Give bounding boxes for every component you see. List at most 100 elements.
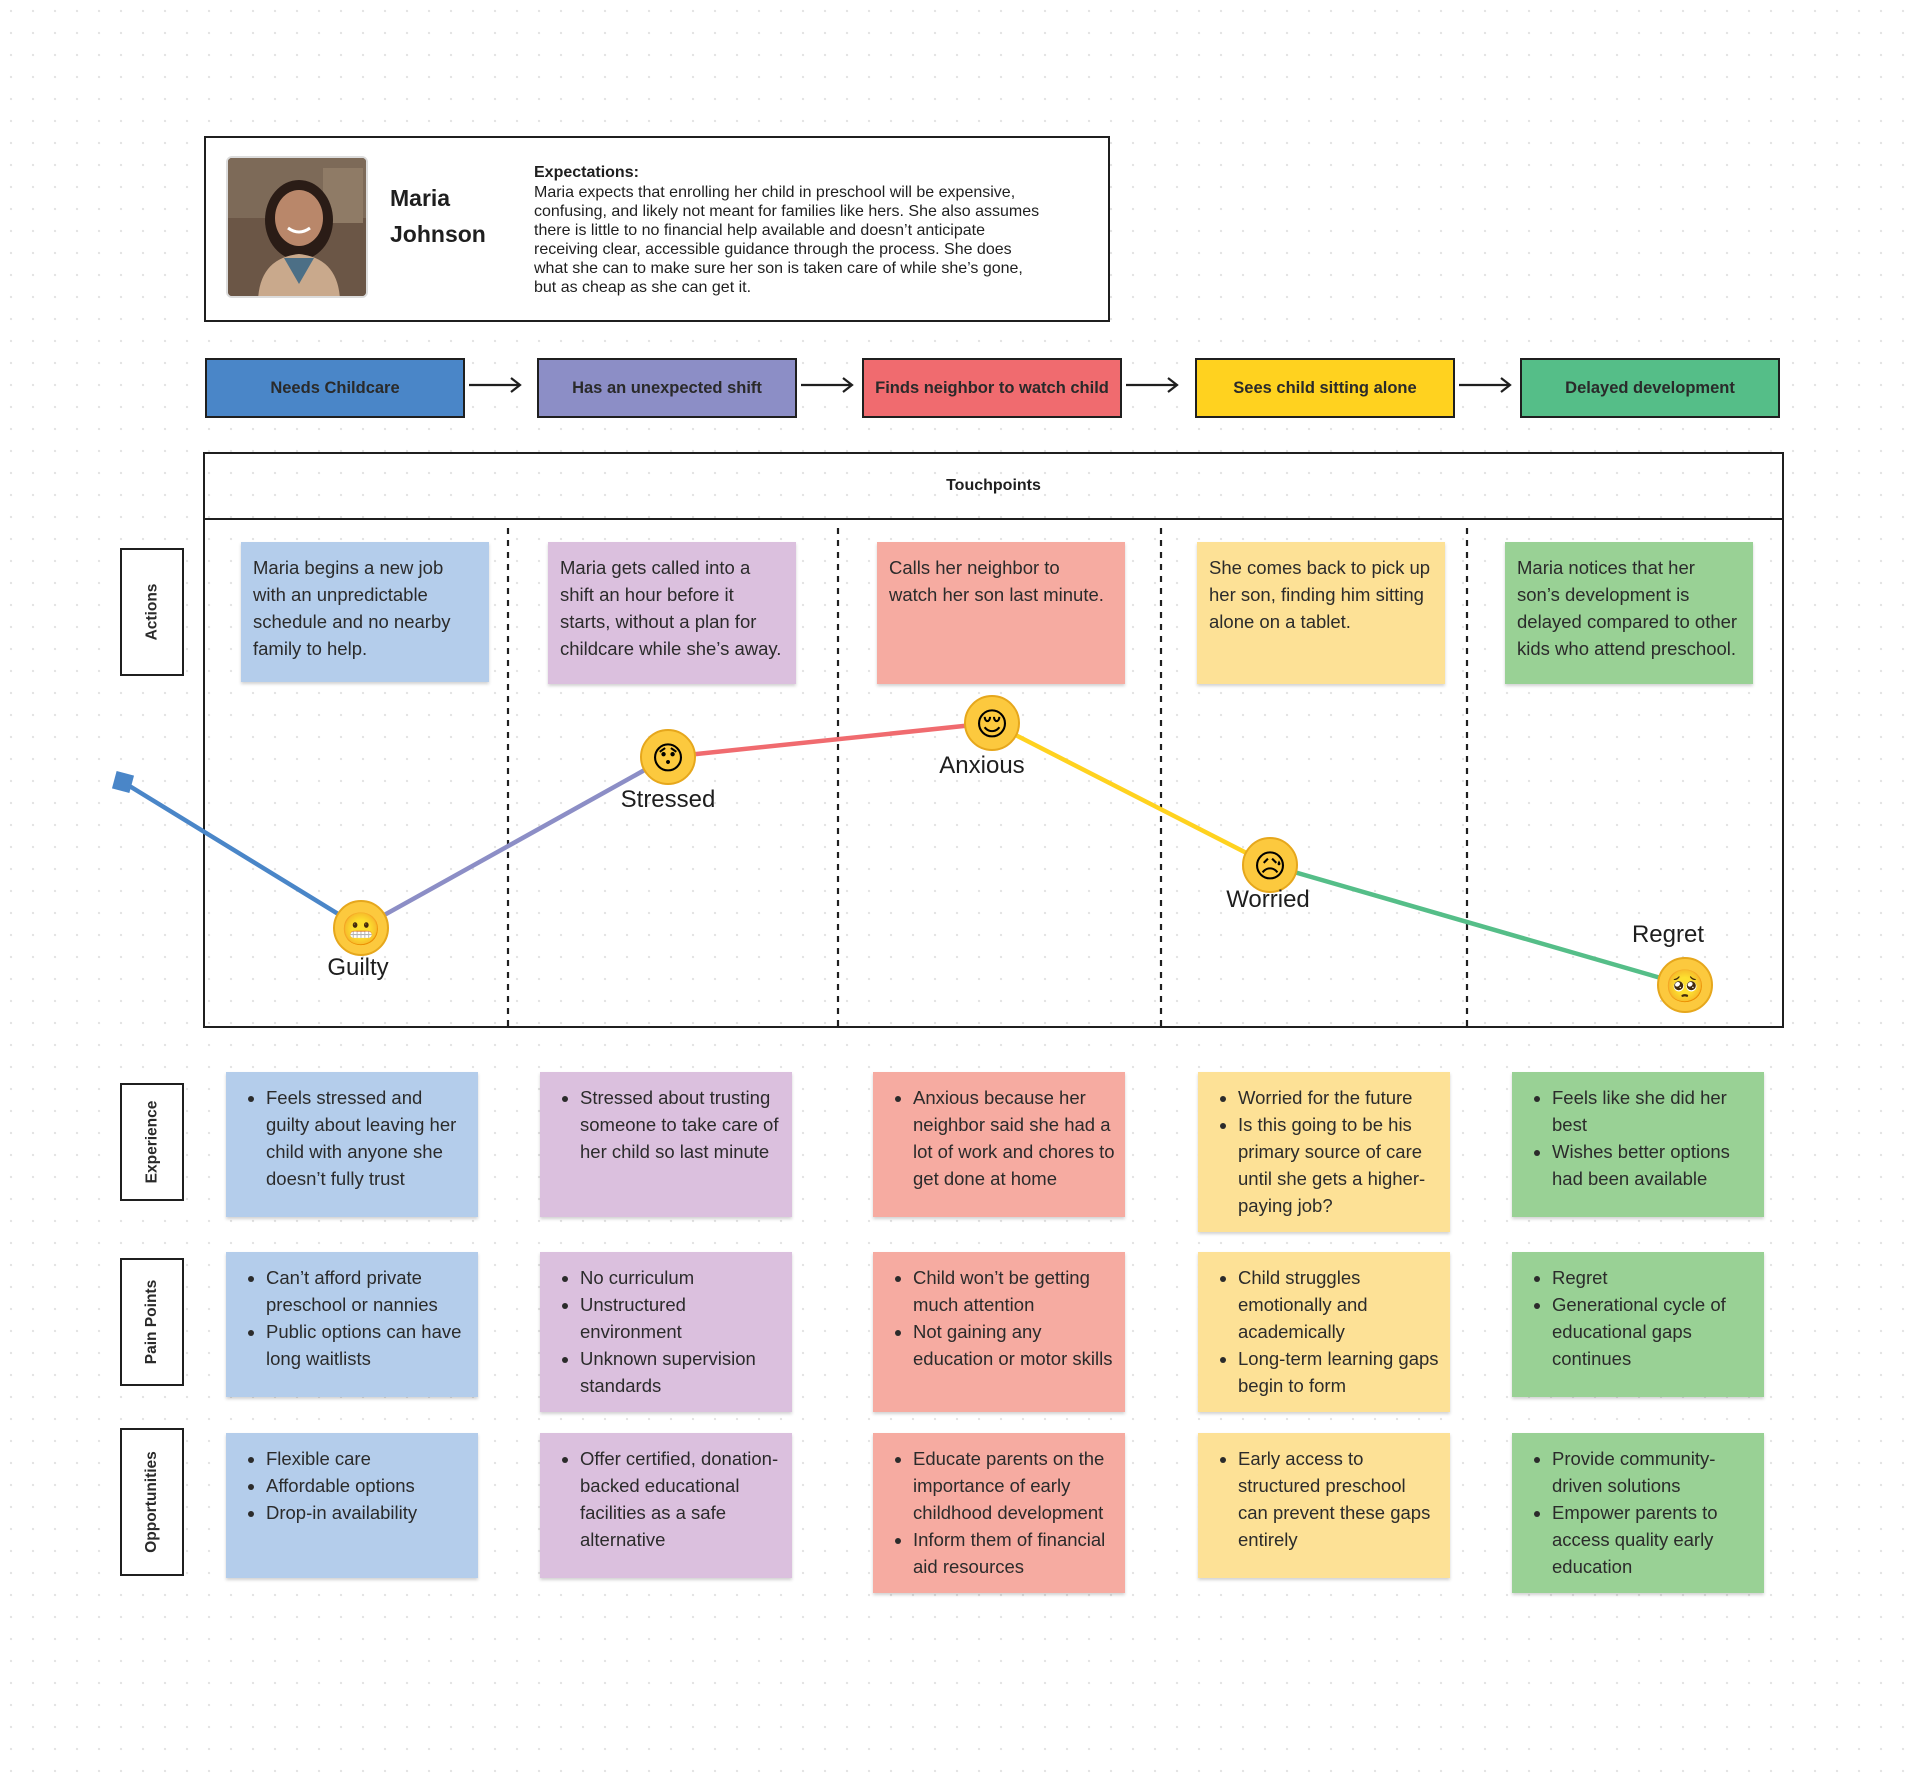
stage-arrow-2 bbox=[801, 377, 854, 393]
bullet-item: Stressed about trusting someone to take … bbox=[580, 1084, 782, 1165]
bullet-item: Child won’t be getting much attention bbox=[913, 1264, 1115, 1318]
persona-first-name: Maria bbox=[390, 185, 451, 211]
bullet-item: Worried for the future bbox=[1238, 1084, 1440, 1111]
emotion-line-segment-1 bbox=[120, 779, 364, 931]
bullet-item: Wishes better options had been available bbox=[1552, 1138, 1754, 1192]
stage-arrow-4 bbox=[1459, 377, 1512, 393]
bullet-item: Flexible care bbox=[266, 1445, 468, 1472]
stage-box-3: Finds neighbor to watch child bbox=[862, 358, 1122, 418]
bullet-item: Regret bbox=[1552, 1264, 1754, 1291]
emotion-line-segment-5 bbox=[1267, 862, 1688, 988]
bullet-item: Not gaining any education or motor skill… bbox=[913, 1318, 1115, 1372]
action-note-2: Maria gets called into a shift an hour b… bbox=[548, 542, 796, 684]
opportunities-note-5: Provide community-driven solutionsEmpowe… bbox=[1512, 1433, 1764, 1593]
pain-points-note-3: Child won’t be getting much attentionNot… bbox=[873, 1252, 1125, 1412]
bullet-list: Provide community-driven solutionsEmpowe… bbox=[1512, 1433, 1764, 1590]
emotion-label-regret: Regret bbox=[1631, 921, 1705, 948]
action-note-5: Maria notices that her son’s development… bbox=[1505, 542, 1753, 684]
emotion-line-start-marker bbox=[111, 770, 135, 794]
bullet-item: Public options can have long waitlists bbox=[266, 1318, 468, 1372]
bullet-list: Child won’t be getting much attentionNot… bbox=[873, 1252, 1125, 1382]
persona-photo bbox=[228, 158, 366, 296]
experience-note-4: Worried for the futureIs this going to b… bbox=[1198, 1072, 1450, 1232]
pain-points-note-2: No curriculumUnstructured environmentUnk… bbox=[540, 1252, 792, 1412]
bullet-item: Drop-in availability bbox=[266, 1499, 468, 1526]
emotion-face-regret: 🥺 bbox=[1657, 957, 1713, 1013]
experience-note-3: Anxious because her neighbor said she ha… bbox=[873, 1072, 1125, 1217]
bullet-item: Educate parents on the importance of ear… bbox=[913, 1445, 1115, 1526]
expectations-text: Maria expects that enrolling her child i… bbox=[534, 184, 1040, 296]
bullet-item: Inform them of financial aid resources bbox=[913, 1526, 1115, 1580]
bullet-item: No curriculum bbox=[580, 1264, 782, 1291]
bullet-list: No curriculumUnstructured environmentUnk… bbox=[540, 1252, 792, 1409]
emotion-face-worried: 😥 bbox=[1242, 837, 1298, 893]
persona-name: Maria Johnson bbox=[390, 180, 510, 252]
emotion-emoji: 😥 bbox=[1253, 847, 1286, 885]
pain-points-note-1: Can’t afford private preschool or nannie… bbox=[226, 1252, 478, 1397]
bullet-item: Unstructured environment bbox=[580, 1291, 782, 1345]
emotion-label-anxious: Anxious bbox=[939, 752, 1025, 779]
stage-arrow-1 bbox=[469, 377, 522, 393]
bullet-item: Anxious because her neighbor said she ha… bbox=[913, 1084, 1115, 1192]
bullet-item: Long-term learning gaps begin to form bbox=[1238, 1345, 1440, 1399]
stage-label: Needs Childcare bbox=[270, 378, 400, 397]
opportunities-note-4: Early access to structured preschool can… bbox=[1198, 1433, 1450, 1578]
pain-points-note-4: Child struggles emotionally and academic… bbox=[1198, 1252, 1450, 1412]
expectations-heading: Expectations: bbox=[534, 164, 639, 181]
emotion-face-stressed: 😯 bbox=[640, 729, 696, 785]
bullet-list: Offer certified, donation-backed educati… bbox=[540, 1433, 792, 1563]
experience-note-1: Feels stressed and guilty about leaving … bbox=[226, 1072, 478, 1217]
emotion-line-segment-3 bbox=[665, 720, 995, 760]
bullet-item: Empower parents to access quality early … bbox=[1552, 1499, 1754, 1580]
persona-card: Maria Johnson Expectations: Maria expect… bbox=[204, 136, 1110, 322]
experience-note-5: Feels like she did her bestWishes better… bbox=[1512, 1072, 1764, 1217]
persona-last-name: Johnson bbox=[390, 221, 486, 247]
bullet-item: Generational cycle of educational gaps c… bbox=[1552, 1291, 1754, 1372]
emotion-line-segment-4 bbox=[989, 720, 1273, 868]
bullet-item: Early access to structured preschool can… bbox=[1238, 1445, 1440, 1553]
row-label-pain-points: Pain Points bbox=[120, 1258, 184, 1386]
bullet-list: Educate parents on the importance of ear… bbox=[873, 1433, 1125, 1590]
bullet-item: Feels like she did her best bbox=[1552, 1084, 1754, 1138]
bullet-item: Child struggles emotionally and academic… bbox=[1238, 1264, 1440, 1345]
action-note-1: Maria begins a new job with an unpredict… bbox=[241, 542, 489, 682]
emotion-label-guilty: Guilty bbox=[327, 954, 389, 981]
emotion-emoji: 😌 bbox=[975, 705, 1008, 743]
bullet-list: Stressed about trusting someone to take … bbox=[540, 1072, 792, 1175]
touchpoints-header: Touchpoints bbox=[205, 454, 1782, 520]
bullet-list: Can’t afford private preschool or nannie… bbox=[226, 1252, 478, 1382]
stage-label: Sees child sitting alone bbox=[1233, 378, 1417, 397]
stage-label: Delayed development bbox=[1565, 378, 1735, 397]
pain-points-note-5: RegretGenerational cycle of educational … bbox=[1512, 1252, 1764, 1397]
touchpoints-frame: Touchpoints bbox=[203, 452, 1784, 1028]
stage-box-5: Delayed development bbox=[1520, 358, 1780, 418]
action-note-4: She comes back to pick up her son, findi… bbox=[1197, 542, 1445, 684]
bullet-list: Child struggles emotionally and academic… bbox=[1198, 1252, 1450, 1409]
bullet-list: Anxious because her neighbor said she ha… bbox=[873, 1072, 1125, 1202]
emotion-emoji: 😬 bbox=[341, 910, 381, 948]
row-label-actions: Actions bbox=[120, 548, 184, 676]
row-label-experience: Experience bbox=[120, 1083, 184, 1201]
bullet-list: Flexible careAffordable optionsDrop-in a… bbox=[226, 1433, 478, 1536]
opportunities-note-3: Educate parents on the importance of ear… bbox=[873, 1433, 1125, 1593]
bullet-item: Provide community-driven solutions bbox=[1552, 1445, 1754, 1499]
bullet-list: Feels like she did her bestWishes better… bbox=[1512, 1072, 1764, 1202]
stage-box-4: Sees child sitting alone bbox=[1195, 358, 1455, 418]
stage-box-1: Needs Childcare bbox=[205, 358, 465, 418]
emotion-line-segment-2 bbox=[358, 754, 671, 931]
emotion-face-anxious: 😌 bbox=[964, 695, 1020, 751]
stage-label: Finds neighbor to watch child bbox=[875, 378, 1109, 397]
opportunities-note-1: Flexible careAffordable optionsDrop-in a… bbox=[226, 1433, 478, 1578]
bullet-item: Is this going to be his primary source o… bbox=[1238, 1111, 1440, 1219]
bullet-item: Offer certified, donation-backed educati… bbox=[580, 1445, 782, 1553]
bullet-item: Can’t afford private preschool or nannie… bbox=[266, 1264, 468, 1318]
row-label-opportunities: Opportunities bbox=[120, 1428, 184, 1576]
experience-note-2: Stressed about trusting someone to take … bbox=[540, 1072, 792, 1217]
emotion-label-worried: Worried bbox=[1226, 886, 1310, 913]
bullet-item: Feels stressed and guilty about leaving … bbox=[266, 1084, 468, 1192]
emotion-face-guilty: 😬 bbox=[333, 900, 389, 956]
stage-label: Has an unexpected shift bbox=[572, 378, 762, 397]
bullet-item: Unknown supervision standards bbox=[580, 1345, 782, 1399]
emotion-emoji: 😯 bbox=[651, 739, 684, 777]
